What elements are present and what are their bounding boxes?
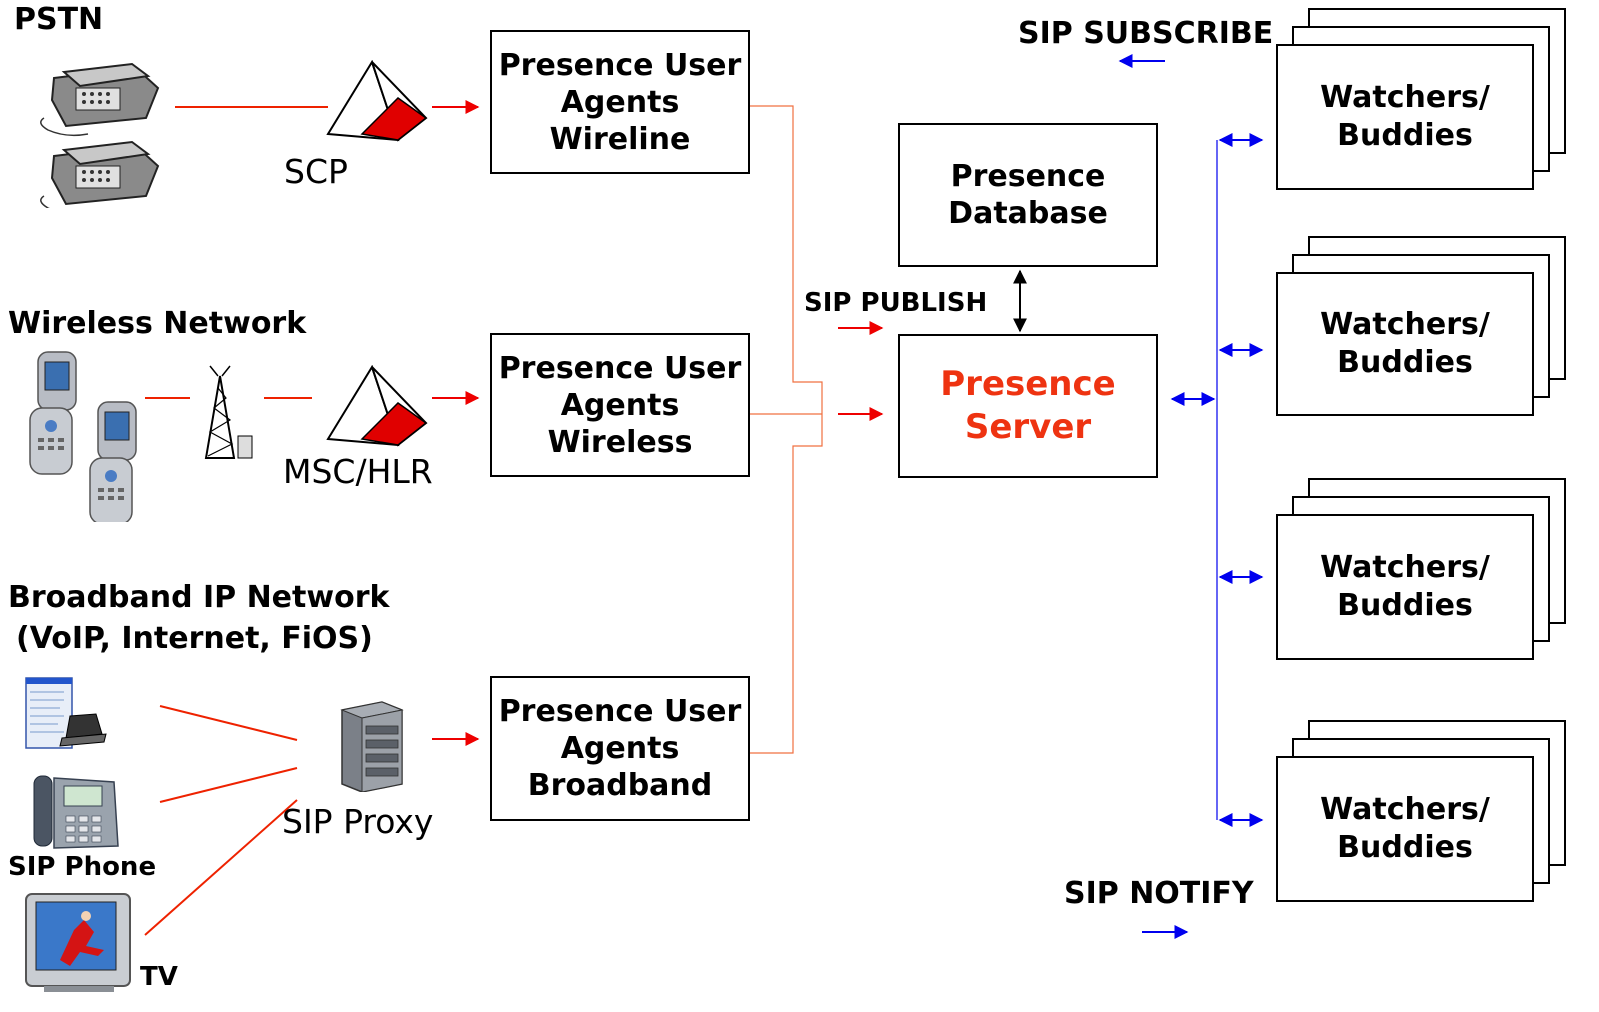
section-broadband-title: Broadband IP Network	[8, 580, 390, 615]
agent-wireless-box: Presence User Agents Wireless	[490, 333, 750, 477]
sip-phone-label: SIP Phone	[8, 852, 157, 882]
sip-publish-label: SIP PUBLISH	[804, 288, 988, 318]
desk-phone-icon	[40, 62, 160, 208]
broadband-bus	[748, 418, 823, 754]
wireline-bus	[748, 105, 823, 418]
sip-proxy-label: SIP Proxy	[282, 802, 434, 841]
watchers-stack-1: Watchers/ Buddies	[1276, 8, 1566, 192]
watchers-label-2: Watchers/ Buddies	[1320, 307, 1490, 380]
scp-pyramid-icon	[326, 60, 428, 142]
watchers-stack-3: Watchers/ Buddies	[1276, 478, 1566, 662]
msc-pyramid-icon	[326, 365, 428, 447]
sip-notify-label: SIP NOTIFY	[1064, 876, 1254, 911]
tv-proxy-link	[144, 799, 298, 936]
watchers-box-2: Watchers/ Buddies	[1276, 272, 1534, 416]
watchers-label-4: Watchers/ Buddies	[1320, 792, 1490, 865]
watchers-box-3: Watchers/ Buddies	[1276, 514, 1534, 660]
watchers-box-4: Watchers/ Buddies	[1276, 756, 1534, 902]
watchers-stack-2: Watchers/ Buddies	[1276, 236, 1566, 420]
section-pstn: PSTN	[14, 2, 104, 37]
watchers-label-1: Watchers/ Buddies	[1320, 80, 1490, 153]
agent-broadband-box: Presence User Agents Broadband	[490, 676, 750, 821]
presence-database-box: Presence Database	[898, 123, 1158, 267]
agent-wireline-label: Presence User Agents Wireline	[498, 47, 742, 157]
presence-server-label: Presence Server	[940, 364, 1116, 447]
agent-wireline-box: Presence User Agents Wireline	[490, 30, 750, 174]
flip-phone-icon	[29, 351, 137, 522]
agent-wireless-label: Presence User Agents Wireless	[498, 350, 742, 460]
scp-label: SCP	[284, 152, 348, 191]
server-icon	[340, 701, 404, 792]
cell-tower-icon	[204, 365, 253, 459]
presence-database-label: Presence Database	[948, 159, 1108, 231]
ipphone-proxy-link	[159, 767, 298, 803]
tv-label: TV	[140, 962, 178, 992]
agent-broadband-label: Presence User Agents Broadband	[498, 694, 742, 803]
section-wireless: Wireless Network	[8, 306, 307, 341]
msc-hlr-label: MSC/HLR	[283, 452, 433, 491]
laptop-proxy-link	[159, 705, 298, 741]
tv-icon	[25, 893, 131, 992]
laptop-icon	[25, 677, 107, 749]
section-broadband-subtitle: (VoIP, Internet, FiOS)	[16, 621, 373, 656]
watchers-label-3: Watchers/ Buddies	[1320, 550, 1490, 623]
watchers-stack-4: Watchers/ Buddies	[1276, 720, 1566, 904]
watchers-box-1: Watchers/ Buddies	[1276, 44, 1534, 190]
sip-subscribe-label: SIP SUBSCRIBE	[1018, 16, 1274, 51]
presence-server-box: Presence Server	[898, 334, 1158, 478]
ip-phone-icon	[33, 775, 119, 849]
